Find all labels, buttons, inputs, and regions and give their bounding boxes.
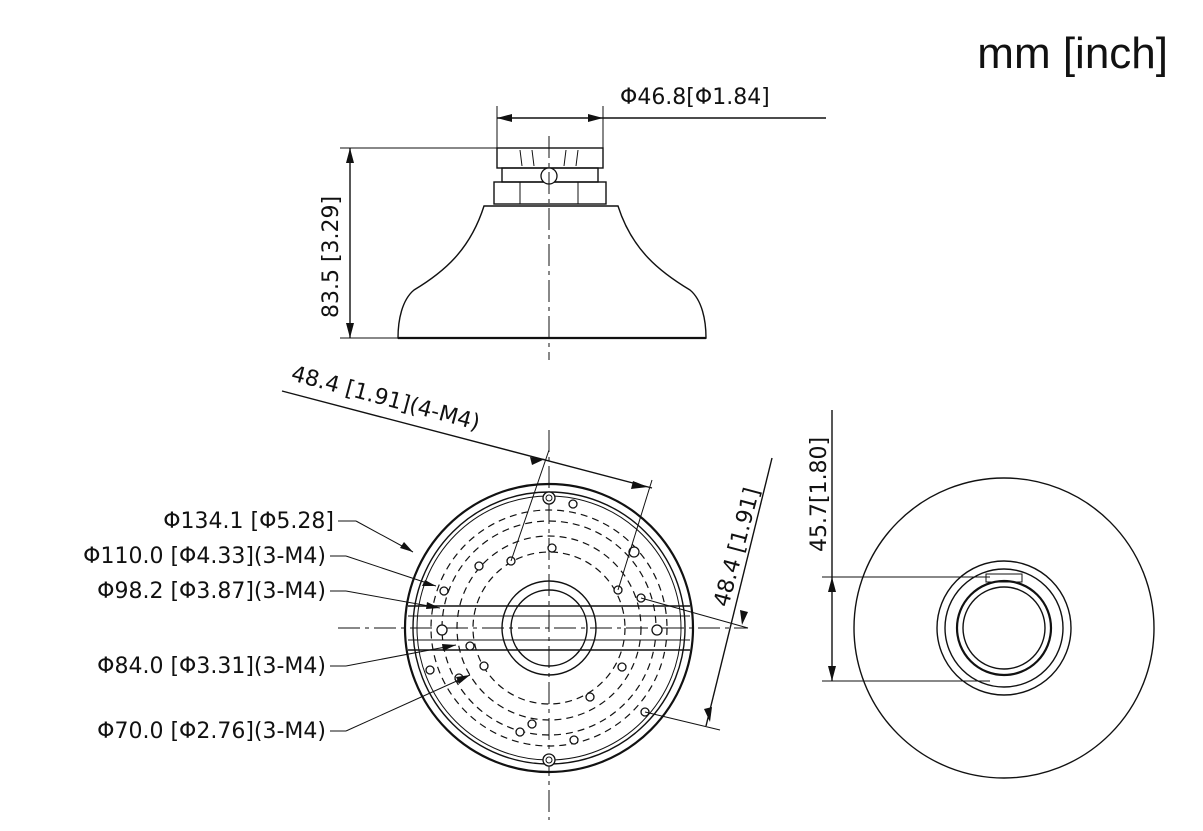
diameter-label-4: Φ84.0 [Φ3.31](3-M4) (97, 654, 326, 679)
diameter-label-2: Φ110.0 [Φ4.33](3-M4) (83, 544, 326, 569)
diameter-label-5: Φ70.0 [Φ2.76](3-M4) (97, 719, 326, 744)
side-height-label: 83.5 [3.29] (319, 196, 344, 318)
diameter-label-3: Φ98.2 [Φ3.87](3-M4) (97, 579, 326, 604)
hole-spacing-vertical-label: 48.4 [1.91] (710, 485, 766, 609)
units-label: mm [inch] (977, 29, 1168, 78)
hole-spacing-horizontal-label: 48.4 [1.91](4-M4) (288, 362, 482, 436)
top-diameter-label: Φ46.8[Φ1.84] (620, 85, 770, 110)
bottom-view: 48.4 [1.91](4-M4) 48.4 [1.91] Φ134.1 [Φ5… (83, 362, 773, 820)
diameter-label-1: Φ134.1 [Φ5.28] (163, 509, 334, 534)
side-view: Φ46.8[Φ1.84] 83.5 [3.29] (319, 85, 826, 360)
right-height-label: 45.7[1.80] (807, 437, 832, 552)
right-view: 45.7[1.80] (807, 410, 1155, 779)
